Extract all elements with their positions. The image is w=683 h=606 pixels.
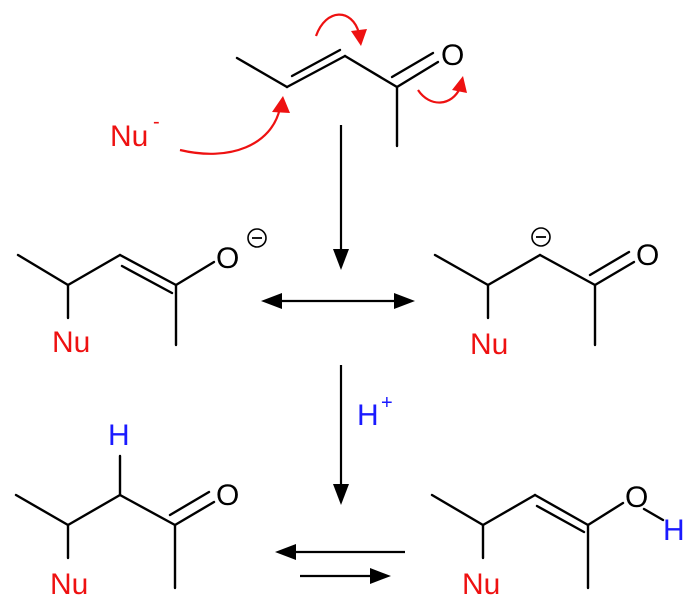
curved-arrow	[417, 87, 462, 104]
bond	[16, 253, 70, 287]
oxygen-atom: O	[216, 479, 239, 512]
nucleophile-label: Nu	[470, 328, 508, 361]
bond	[285, 54, 347, 89]
keto-product-molecule: H O Nu	[14, 419, 239, 601]
arrow-head	[261, 293, 282, 309]
carbonyl-bond-inner	[588, 250, 631, 277]
curved-arrow	[179, 107, 282, 155]
hydrogen-atom: H	[663, 514, 683, 547]
bond	[533, 493, 590, 527]
arrow-head	[333, 484, 349, 505]
negative-charge-icon	[247, 228, 267, 248]
negative-charge-superscript: -	[153, 111, 160, 133]
carbonyl-bond-inner	[390, 51, 435, 79]
arrow-head	[370, 568, 391, 584]
carbanion-molecule: O Nu	[433, 227, 659, 361]
bond	[14, 493, 70, 527]
arrow-head	[394, 293, 415, 309]
oxygen-atom: O	[636, 239, 659, 272]
bond	[118, 253, 178, 287]
double-bond-inner	[120, 264, 174, 295]
bond	[174, 260, 216, 287]
hydrogen-atom: H	[108, 419, 130, 452]
proton-reagent: H +	[357, 392, 393, 432]
nucleophile-label: Nu	[52, 326, 90, 359]
carbonyl-bond-inner	[168, 490, 211, 517]
positive-charge-superscript: +	[381, 392, 393, 414]
proton-label: H	[357, 399, 379, 432]
oxygen-atom: O	[216, 242, 239, 275]
equilibrium-arrows	[275, 544, 405, 584]
bond	[66, 493, 122, 527]
nucleophile-reactant: Nu -	[110, 111, 160, 153]
oxygen-atom: O	[441, 39, 464, 72]
electron-pushing-arrows	[179, 13, 467, 155]
bond	[486, 253, 542, 287]
nucleophile-label: Nu	[110, 120, 148, 153]
enolate-molecule: O Nu	[16, 228, 267, 359]
bond	[118, 493, 177, 527]
reaction-arrow-down-2	[333, 365, 349, 505]
bond	[433, 253, 490, 287]
arrow-head	[452, 76, 467, 93]
arrow-head	[351, 29, 367, 46]
negative-charge-icon	[531, 227, 551, 247]
double-bond-inner	[535, 504, 586, 534]
double-bond-inner	[290, 48, 342, 78]
nucleophile-label: Nu	[462, 568, 500, 601]
carbonyl-bond	[593, 260, 636, 287]
carbonyl-bond	[173, 500, 216, 527]
curved-arrow	[314, 13, 361, 37]
reaction-arrow-down-1	[333, 125, 349, 270]
bond	[586, 501, 625, 527]
arrow-head	[275, 544, 296, 560]
bond	[642, 507, 665, 522]
bond	[481, 493, 537, 527]
bond	[430, 493, 485, 527]
bond	[538, 253, 597, 287]
bond	[235, 56, 289, 89]
nucleophile-label: Nu	[50, 568, 88, 601]
oxygen-atom: O	[625, 481, 648, 514]
arrow-head	[333, 249, 349, 270]
enone-molecule: O	[235, 39, 464, 148]
arrow-head	[272, 96, 290, 113]
resonance-arrow	[261, 293, 415, 309]
bond	[343, 54, 399, 89]
bond	[66, 253, 122, 287]
carbonyl-bond	[395, 60, 440, 89]
enol-molecule: O H Nu	[430, 481, 683, 601]
